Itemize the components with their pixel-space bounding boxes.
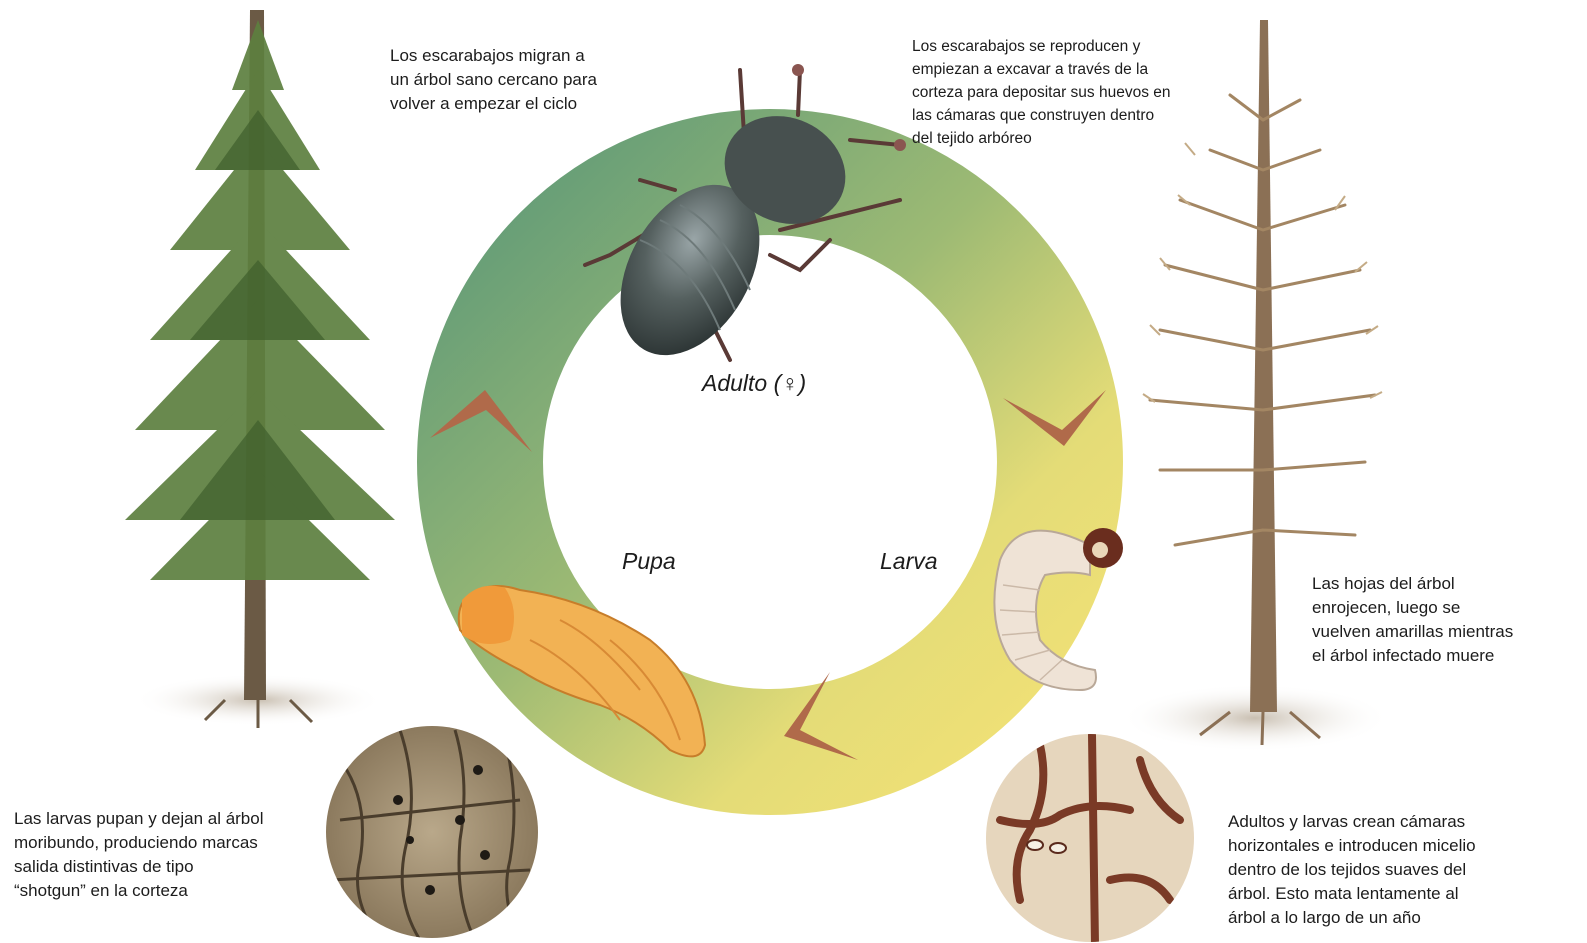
note-leaves: Las hojas del árbol enrojecen, luego se … <box>1312 572 1513 668</box>
stage-label-adult: Adulto (♀) <box>702 370 806 397</box>
stage-label-larva: Larva <box>880 548 938 575</box>
stage-label-pupa: Pupa <box>622 548 676 575</box>
note-migrate: Los escarabajos migran a un árbol sano c… <box>390 44 597 116</box>
healthy-tree-illustration <box>125 10 395 728</box>
bark-shotgun-holes-inset <box>326 726 538 940</box>
gallery-chambers-inset <box>986 734 1194 943</box>
note-reproduce: Los escarabajos se reproducen y empiezan… <box>912 35 1171 150</box>
note-chambers: Adultos y larvas crean cámaras horizonta… <box>1228 810 1476 930</box>
note-pupate: Las larvas pupan y dejan al árbol moribu… <box>14 807 264 903</box>
